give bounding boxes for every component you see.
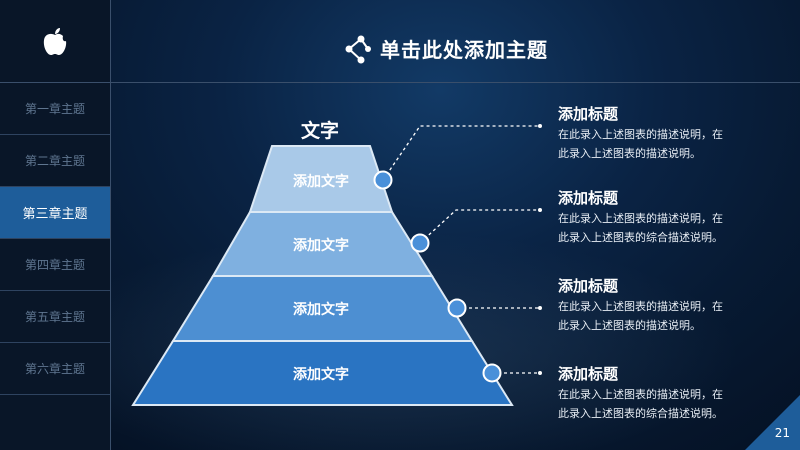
description-title-1: 添加标题 xyxy=(558,105,619,123)
corner-accent xyxy=(745,395,800,450)
description-line: 在此录入上述图表的描述说明，在 xyxy=(558,128,723,141)
sidebar-item-label: 第四章主题 xyxy=(24,258,85,272)
description-body-1: 在此录入上述图表的描述说明，在 此录入上述图表的描述说明。 xyxy=(558,125,748,163)
sidebar-item-label: 第五章主题 xyxy=(24,310,85,324)
logo-cell xyxy=(0,0,110,83)
pyramid-tier-2-label: 添加文字 xyxy=(293,238,349,254)
header-divider xyxy=(110,82,800,83)
description-title-4: 添加标题 xyxy=(558,365,619,383)
sidebar-item-label: 第三章主题 xyxy=(22,207,88,222)
marker-dot-4 xyxy=(482,363,502,383)
sidebar-item-label: 第一章主题 xyxy=(24,102,85,116)
page-title: 单击此处添加主题 xyxy=(380,38,548,62)
description-body-3: 在此录入上述图表的描述说明，在 此录入上述图表的描述说明。 xyxy=(558,297,748,335)
sidebar: 第一章主题 第二章主题 第三章主题 第四章主题 第五章主题 第六章主题 xyxy=(0,0,111,450)
marker-dot-3 xyxy=(447,298,467,318)
share-icon xyxy=(345,35,371,64)
description-line: 在此录入上述图表的描述说明，在 xyxy=(558,300,723,313)
sidebar-item-label: 第六章主题 xyxy=(24,362,85,376)
description-line: 此录入上述图表的综合描述说明。 xyxy=(558,407,723,420)
description-body-4: 在此录入上述图表的描述说明，在 此录入上述图表的综合描述说明。 xyxy=(558,385,748,423)
pyramid-tier-3-label: 添加文字 xyxy=(293,302,349,318)
description-line: 此录入上述图表的描述说明。 xyxy=(558,319,701,332)
page-number: 21 xyxy=(774,426,790,440)
description-body-2: 在此录入上述图表的描述说明，在 此录入上述图表的综合描述说明。 xyxy=(558,209,748,247)
sidebar-item-chapter-5[interactable]: 第五章主题 xyxy=(0,291,110,343)
sidebar-item-label: 第二章主题 xyxy=(24,154,85,168)
sidebar-item-chapter-6[interactable]: 第六章主题 xyxy=(0,343,110,395)
sidebar-item-chapter-1[interactable]: 第一章主题 xyxy=(0,83,110,135)
marker-dot-2 xyxy=(410,233,430,253)
pyramid-tier-4-label: 添加文字 xyxy=(293,367,349,383)
sidebar-item-chapter-2[interactable]: 第二章主题 xyxy=(0,135,110,187)
description-line: 在此录入上述图表的描述说明，在 xyxy=(558,212,723,225)
description-line: 此录入上述图表的描述说明。 xyxy=(558,147,701,160)
connector-end-dots xyxy=(538,124,542,375)
sidebar-item-chapter-4[interactable]: 第四章主题 xyxy=(0,239,110,291)
description-line: 此录入上述图表的综合描述说明。 xyxy=(558,231,723,244)
marker-dot-1 xyxy=(373,170,393,190)
description-line: 在此录入上述图表的描述说明，在 xyxy=(558,388,723,401)
sidebar-item-chapter-3[interactable]: 第三章主题 xyxy=(0,187,110,239)
description-title-2: 添加标题 xyxy=(558,189,619,207)
apple-logo-icon xyxy=(43,28,67,55)
pyramid-top-label: 文字 xyxy=(300,120,339,142)
description-title-3: 添加标题 xyxy=(558,277,619,295)
pyramid-tier-4 xyxy=(131,340,514,406)
pyramid-tier-1-label: 添加文字 xyxy=(293,174,349,190)
